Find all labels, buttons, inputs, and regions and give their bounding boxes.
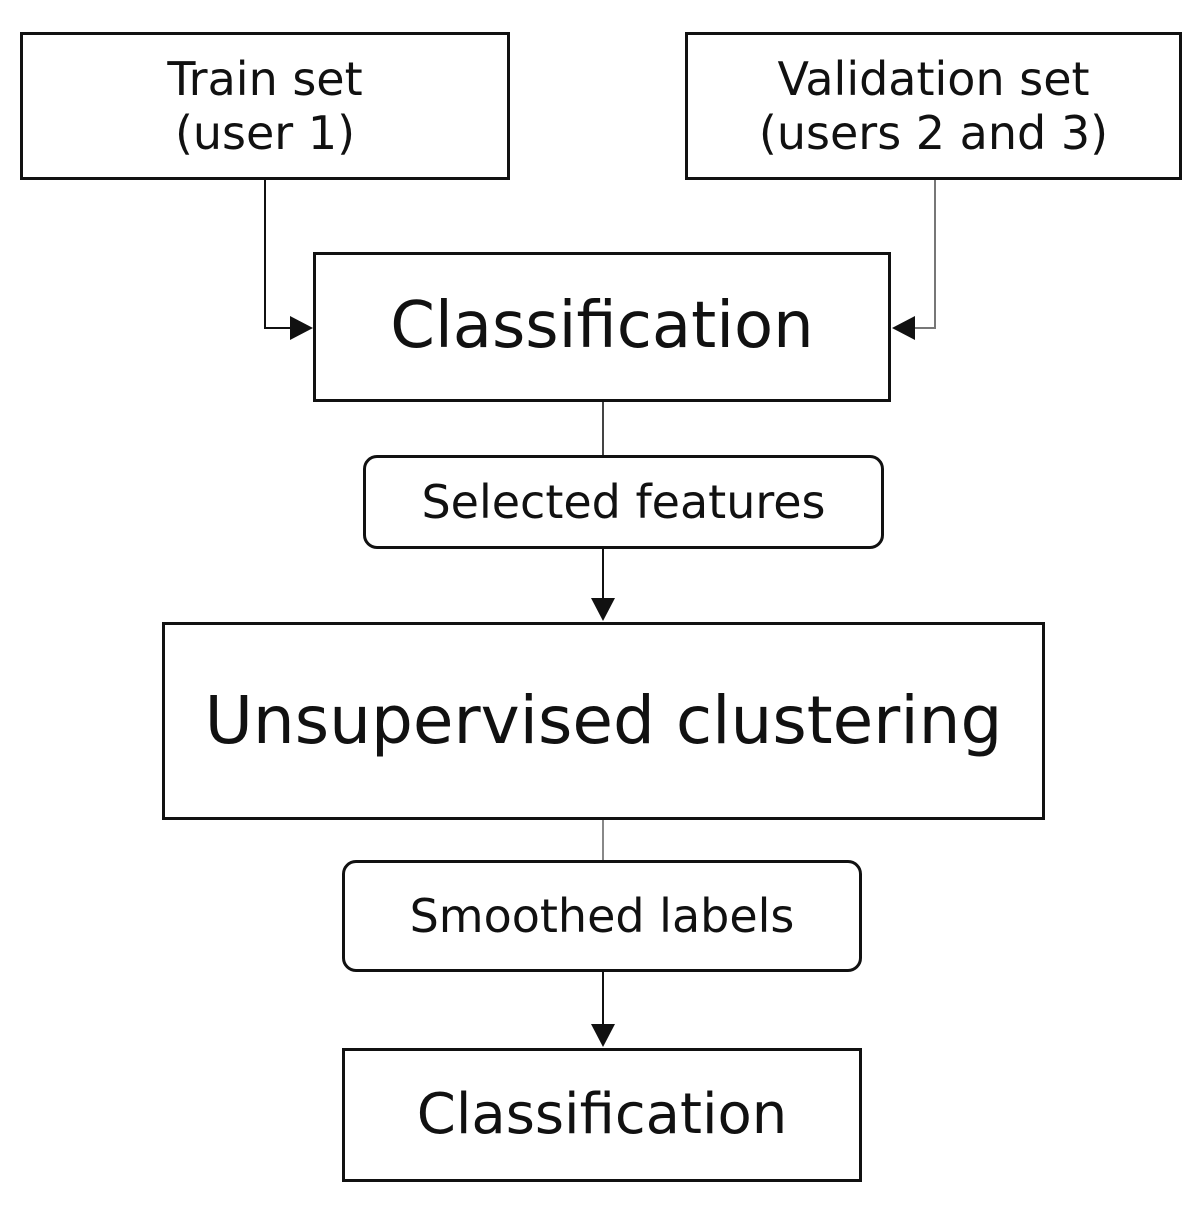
arrowhead-train-to-classification [290, 316, 313, 340]
validation-set-subtitle: (users 2 and 3) [758, 106, 1109, 160]
selected-features-label: Selected features [421, 474, 826, 529]
validation-set-box: Validation set (users 2 and 3) [685, 32, 1182, 180]
arrowhead-selected-features-to-clustering [591, 598, 615, 621]
arrowhead-validation-to-classification [892, 316, 915, 340]
validation-set-title: Validation set [777, 51, 1090, 106]
classification-box-bottom: Classification [342, 1048, 862, 1182]
smoothed-labels-box: Smoothed labels [342, 860, 862, 972]
train-set-subtitle: (user 1) [174, 106, 356, 160]
unsupervised-clustering-box: Unsupervised clustering [162, 622, 1045, 820]
connector-validation-to-classification [915, 180, 936, 329]
train-set-title: Train set [167, 51, 363, 106]
classification-top-label: Classification [390, 289, 814, 364]
train-set-box: Train set (user 1) [20, 32, 510, 180]
smoothed-labels-label: Smoothed labels [409, 888, 795, 943]
classification-box-top: Classification [313, 252, 891, 402]
arrowhead-smoothed-labels-to-classification [591, 1024, 615, 1047]
selected-features-box: Selected features [363, 455, 884, 549]
unsupervised-clustering-label: Unsupervised clustering [204, 682, 1003, 760]
classification-bottom-label: Classification [416, 1081, 788, 1147]
connector-train-to-classification [264, 180, 290, 329]
